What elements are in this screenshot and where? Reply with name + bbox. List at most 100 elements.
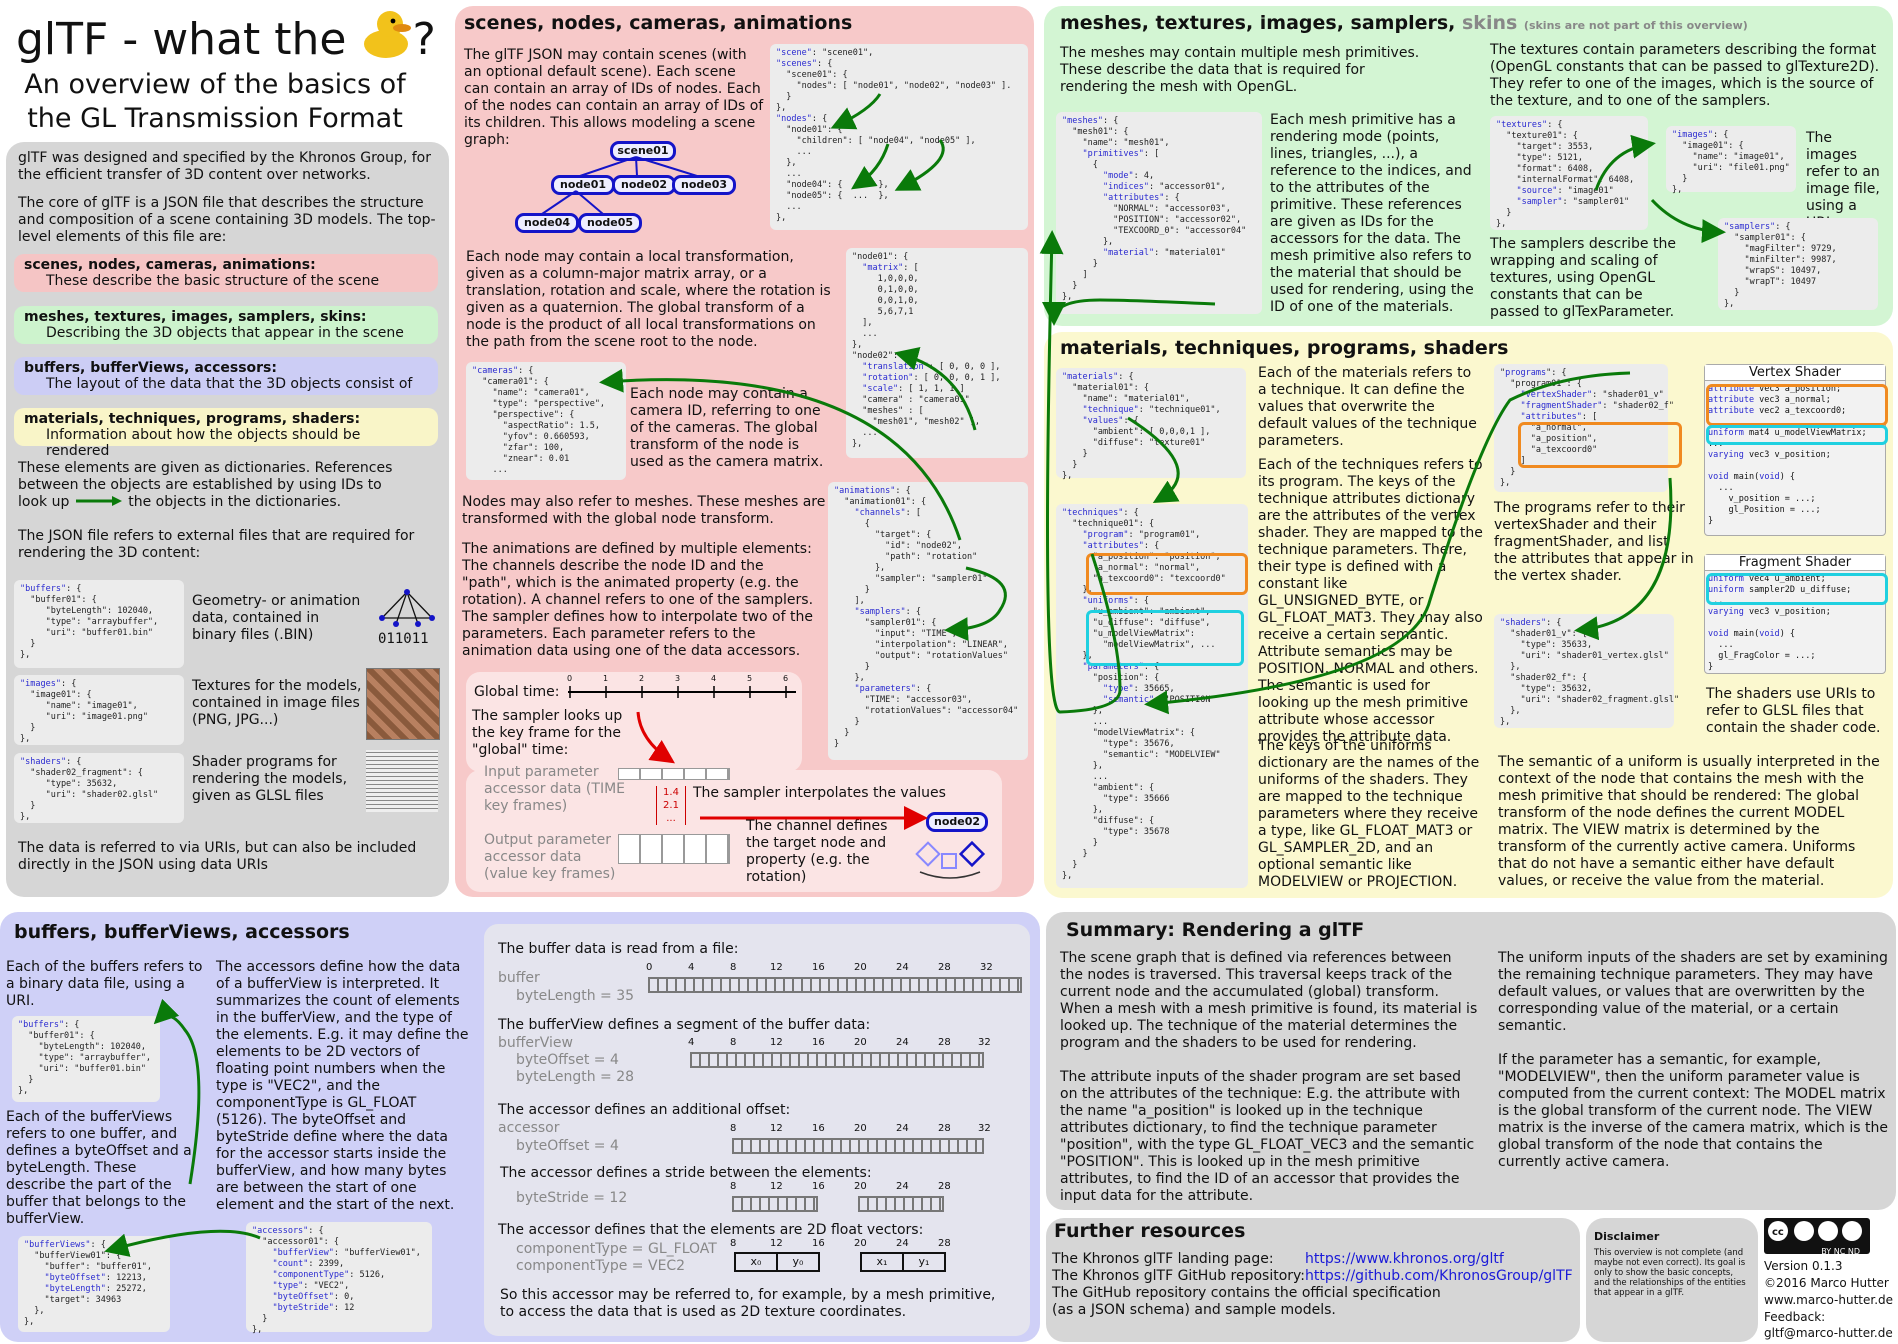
tick-label: 12 [770,1238,783,1249]
tick-label: 28 [938,1238,951,1249]
tick-label: 20 [854,1238,867,1249]
resources-l2: The Khronos glTF GitHub repository: [1052,1268,1306,1284]
vs-attr-highlight [1706,384,1888,426]
intro-item-desc: These describe the basic structure of th… [46,273,380,289]
materials-p6: The semantic of a uniform is usually int… [1498,754,1880,889]
resources-link-github[interactable]: https://github.com/KhronosGroup/glTF [1305,1268,1573,1284]
ext-shaders: Shader programs for rendering the models… [192,754,348,804]
fragment-shader-title: Fragment Shader [1705,555,1885,571]
meshes-heading: meshes, textures, images, samplers, skin… [1060,12,1748,34]
r4: The accessor defines a stride between th… [500,1165,872,1181]
page-subtitle: An overview of the basics of the GL Tran… [10,68,420,136]
code-buffers: "buffers": { "buffer01": { "byteLength":… [12,1016,160,1102]
graph-node-node03: node03 [672,175,736,195]
footer-version: Version 0.1.3 [1764,1259,1843,1273]
programs-p: The programs refer to their vertexShader… [1494,500,1694,584]
interp-value: 2.1 [663,800,679,811]
texture-image-icon [366,668,440,740]
uniforms-highlight [1086,610,1244,666]
tick-label: 20 [854,1037,867,1048]
scenes-p3: Each node may contain a camera ID, refer… [630,386,824,470]
tick-label: 16 [812,1238,825,1249]
title-text: glTF - what the [16,14,347,65]
buffer-bytes-bar [648,977,1022,993]
materials-p2: Each of the techniques refers to its pro… [1258,457,1483,745]
buffers-heading: buffers, bufferViews, accessors [14,921,350,943]
duck-icon [360,8,412,58]
interp-value: ... [666,813,676,824]
meshes-heading-text: meshes, textures, images, samplers, [1060,12,1456,34]
buffers-p3: Each of the bufferViews refers to one bu… [6,1109,192,1227]
vertex-shader-box: Vertex Shader attribute vec3 a_position;… [1704,364,1886,536]
summary-panel [1046,912,1896,1210]
license-label: BY NC ND [1821,1247,1860,1256]
images-p: The images refer to an image file, using… [1806,130,1880,231]
code-accessors: "accessors": { "accessor01": { "bufferVi… [246,1222,432,1335]
intro-item-desc: The layout of the data that the 3D objec… [46,376,413,392]
materials-p3: The keys of the uniforms dictionary are … [1258,738,1480,890]
intro-p4: The JSON file refers to external files t… [18,528,415,561]
meshes-p1: The meshes may contain multiple mesh pri… [1060,45,1420,95]
summary-p4: If the parameter has a semantic, for exa… [1498,1052,1888,1170]
r5b: componentType = VEC2 [516,1258,686,1274]
code-images: "images": { "image01": { "name": "image0… [1666,126,1796,195]
fs-uniform-highlight [1706,573,1888,605]
page-title: glTF - what the ? [16,8,436,65]
tick-label: 24 [896,1123,909,1134]
vec-y0: y₀ [776,1252,820,1272]
tick-label: 20 [854,1181,867,1192]
footer-copyright: ©2016 Marco Hutter [1764,1276,1889,1290]
resources-link-landing[interactable]: https://www.khronos.org/gltf [1305,1251,1504,1267]
buffers-p1: Each of the buffers refers to a binary d… [6,959,203,1009]
accessor-bytes-bar [732,1138,984,1154]
tick-label: 12 [770,962,783,973]
intro-item-title: scenes, nodes, cameras, animations: [24,257,316,273]
textures-p: The textures contain parameters describi… [1490,42,1880,109]
sampler-note: The sampler looks up the key frame for t… [472,708,623,758]
graph-node-node01: node01 [551,175,615,195]
interp-value: 1.4 [663,787,679,798]
tick-label: 32 [978,1123,991,1134]
summary-p2: The attribute inputs of the shader progr… [1060,1069,1475,1204]
shaders-p: The shaders use URIs to refer to GLSL fi… [1706,686,1881,736]
tick-label: 24 [896,1181,909,1192]
resources-l3: The GitHub repository contains the offic… [1052,1285,1441,1301]
code-textures: "textures": { "texture01": { "target": 3… [1490,116,1648,230]
tick-label: 24 [896,1238,909,1249]
ext-images: Textures for the models, contained in im… [192,678,362,728]
code-materials: "materials": { "material01": { "name": "… [1056,368,1246,481]
bufferview-bytes-bar [690,1052,984,1068]
meshes-heading-note: (skins are not part of this overview) [1523,19,1748,32]
graph-node-node04: node04 [515,213,579,233]
scenes-p5: The animations are defined by multiple e… [462,541,814,659]
vec-y1: y₁ [902,1252,946,1272]
tick-label: 8 [730,1238,737,1249]
intro-p1: glTF was designed and specified by the K… [18,150,432,183]
resources-heading: Further resources [1054,1220,1246,1242]
binary-graph-icon [372,586,442,648]
summary-heading: Summary: Rendering a glTF [1066,919,1365,941]
time-tick: 6 [783,674,789,683]
time-tick: 2 [639,674,645,683]
time-tick: 5 [747,674,753,683]
disclaimer-heading: Disclaimer [1594,1230,1660,1243]
vs-uniform-highlight [1706,425,1888,445]
scenes-p4: Nodes may also refer to meshes. These me… [462,494,826,527]
ext-bin: Geometry- or animation data, contained i… [192,593,361,643]
r2b: byteOffset = 4 [516,1052,619,1068]
footer-site: www.marco-hutter.de [1764,1293,1894,1307]
vec-x0: x₀ [734,1252,778,1272]
intro-p5: The data is referred to via URIs, but ca… [18,840,417,873]
intro-p2: The core of glTF is a JSON file that des… [18,195,436,245]
intro-p3b: look up [18,494,70,510]
tick-label: 12 [770,1181,783,1192]
scenes-heading: scenes, nodes, cameras, animations [464,12,853,34]
code-node-transform: "node01": { "matrix": [ 1,0,0,0, 0,1,0,0… [846,248,1028,458]
intro-p3a: These elements are given as dictionaries… [18,460,393,493]
intro-item-scenes: scenes, nodes, cameras, animations: Thes… [14,254,438,292]
samplers-p: The samplers describe the wrapping and s… [1490,236,1676,320]
intro-item-desc: Describing the 3D objects that appear in… [46,325,404,341]
tick-label: 32 [978,1037,991,1048]
meshes-p2: Each mesh primitive has a rendering mode… [1270,112,1474,315]
resources-l1: The Khronos glTF landing page: [1052,1251,1274,1267]
